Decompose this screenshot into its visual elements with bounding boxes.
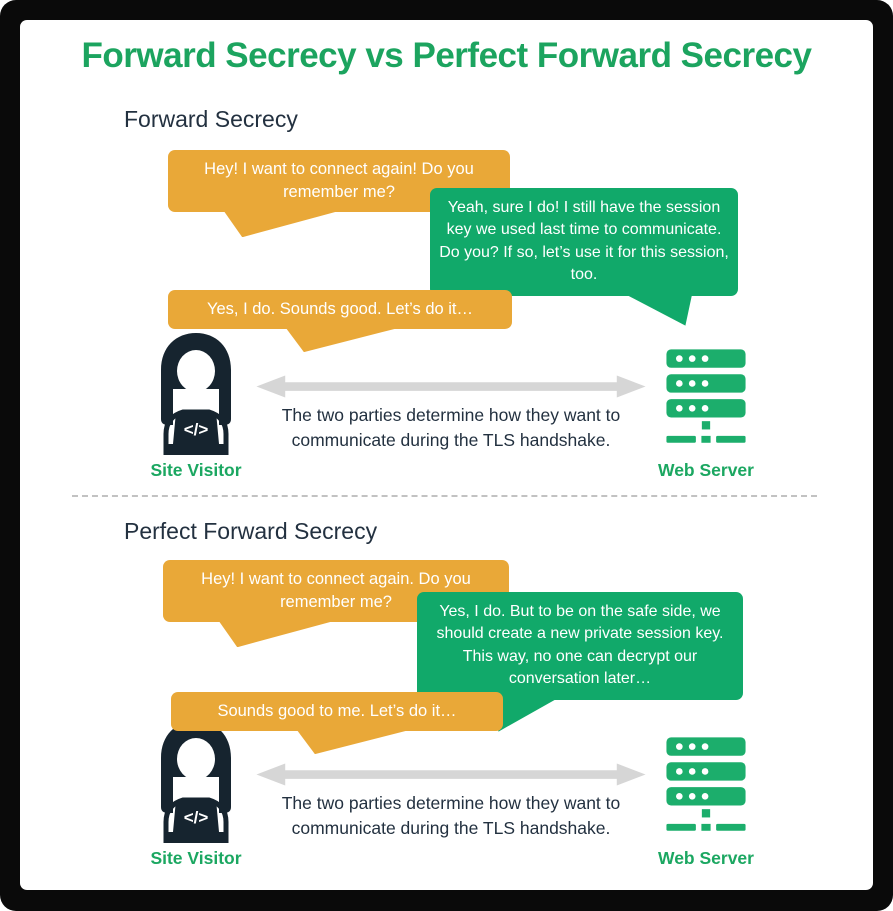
bubble-text: Yeah, sure I do! I still have the sessio… [439,199,729,284]
site-visitor-label: Site Visitor [150,460,242,480]
bubble-text: Hey! I want to connect again! Do you rem… [204,160,474,202]
chat-bubble-visitor: Yes, I do. Sounds good. Let’s do it… [168,290,512,353]
chat-bubble-visitor: Sounds good to me. Let’s do it… [171,692,503,755]
bubble-text: Yes, I do. But to be on the safe side, w… [436,603,724,688]
double-arrow-icon [256,763,646,786]
caption-line: The two parties determine how they want … [281,405,621,425]
web-server-icon [666,737,746,831]
arrow-caption: The two parties determine how they want … [230,403,672,453]
bubble-tail [224,211,338,238]
site-visitor-icon: </> [161,333,231,455]
section-heading: Forward Secrecy [124,106,298,132]
bubble-tail [286,328,398,353]
infographic-canvas: Forward Secrecy vs Perfect Forward Secre… [20,20,873,890]
svg-text:</>: </> [184,420,209,439]
section-heading: Perfect Forward Secrecy [124,518,378,544]
bubble-tail [219,621,333,648]
web-server-icon [666,349,746,443]
dashed-divider [72,495,817,497]
web-server-label: Web Server [658,848,754,868]
site-visitor-label: Site Visitor [150,848,242,868]
arrow-caption: The two parties determine how they want … [230,791,672,841]
bubble-tail [297,730,409,755]
caption-line: communicate during the TLS handshake. [291,817,611,838]
page-title: Forward Secrecy vs Perfect Forward Secre… [81,36,812,75]
double-arrow-icon [256,375,646,398]
svg-text:</>: </> [184,808,209,827]
chat-bubble-server: Yeah, sure I do! I still have the sessio… [430,188,738,326]
site-visitor-icon: </> [161,721,231,843]
bubble-text: Yes, I do. Sounds good. Let’s do it… [206,300,474,318]
bubble-text: Sounds good to me. Let’s do it… [217,702,457,720]
bubble-tail [626,294,692,326]
chat-bubble-server: Yes, I do. But to be on the safe side, w… [417,592,743,732]
bubble-text: Hey! I want to connect again. Do you rem… [201,570,471,612]
caption-line: communicate during the TLS handshake. [291,429,611,450]
caption-line: The two parties determine how they want … [281,793,621,813]
web-server-label: Web Server [658,460,754,480]
